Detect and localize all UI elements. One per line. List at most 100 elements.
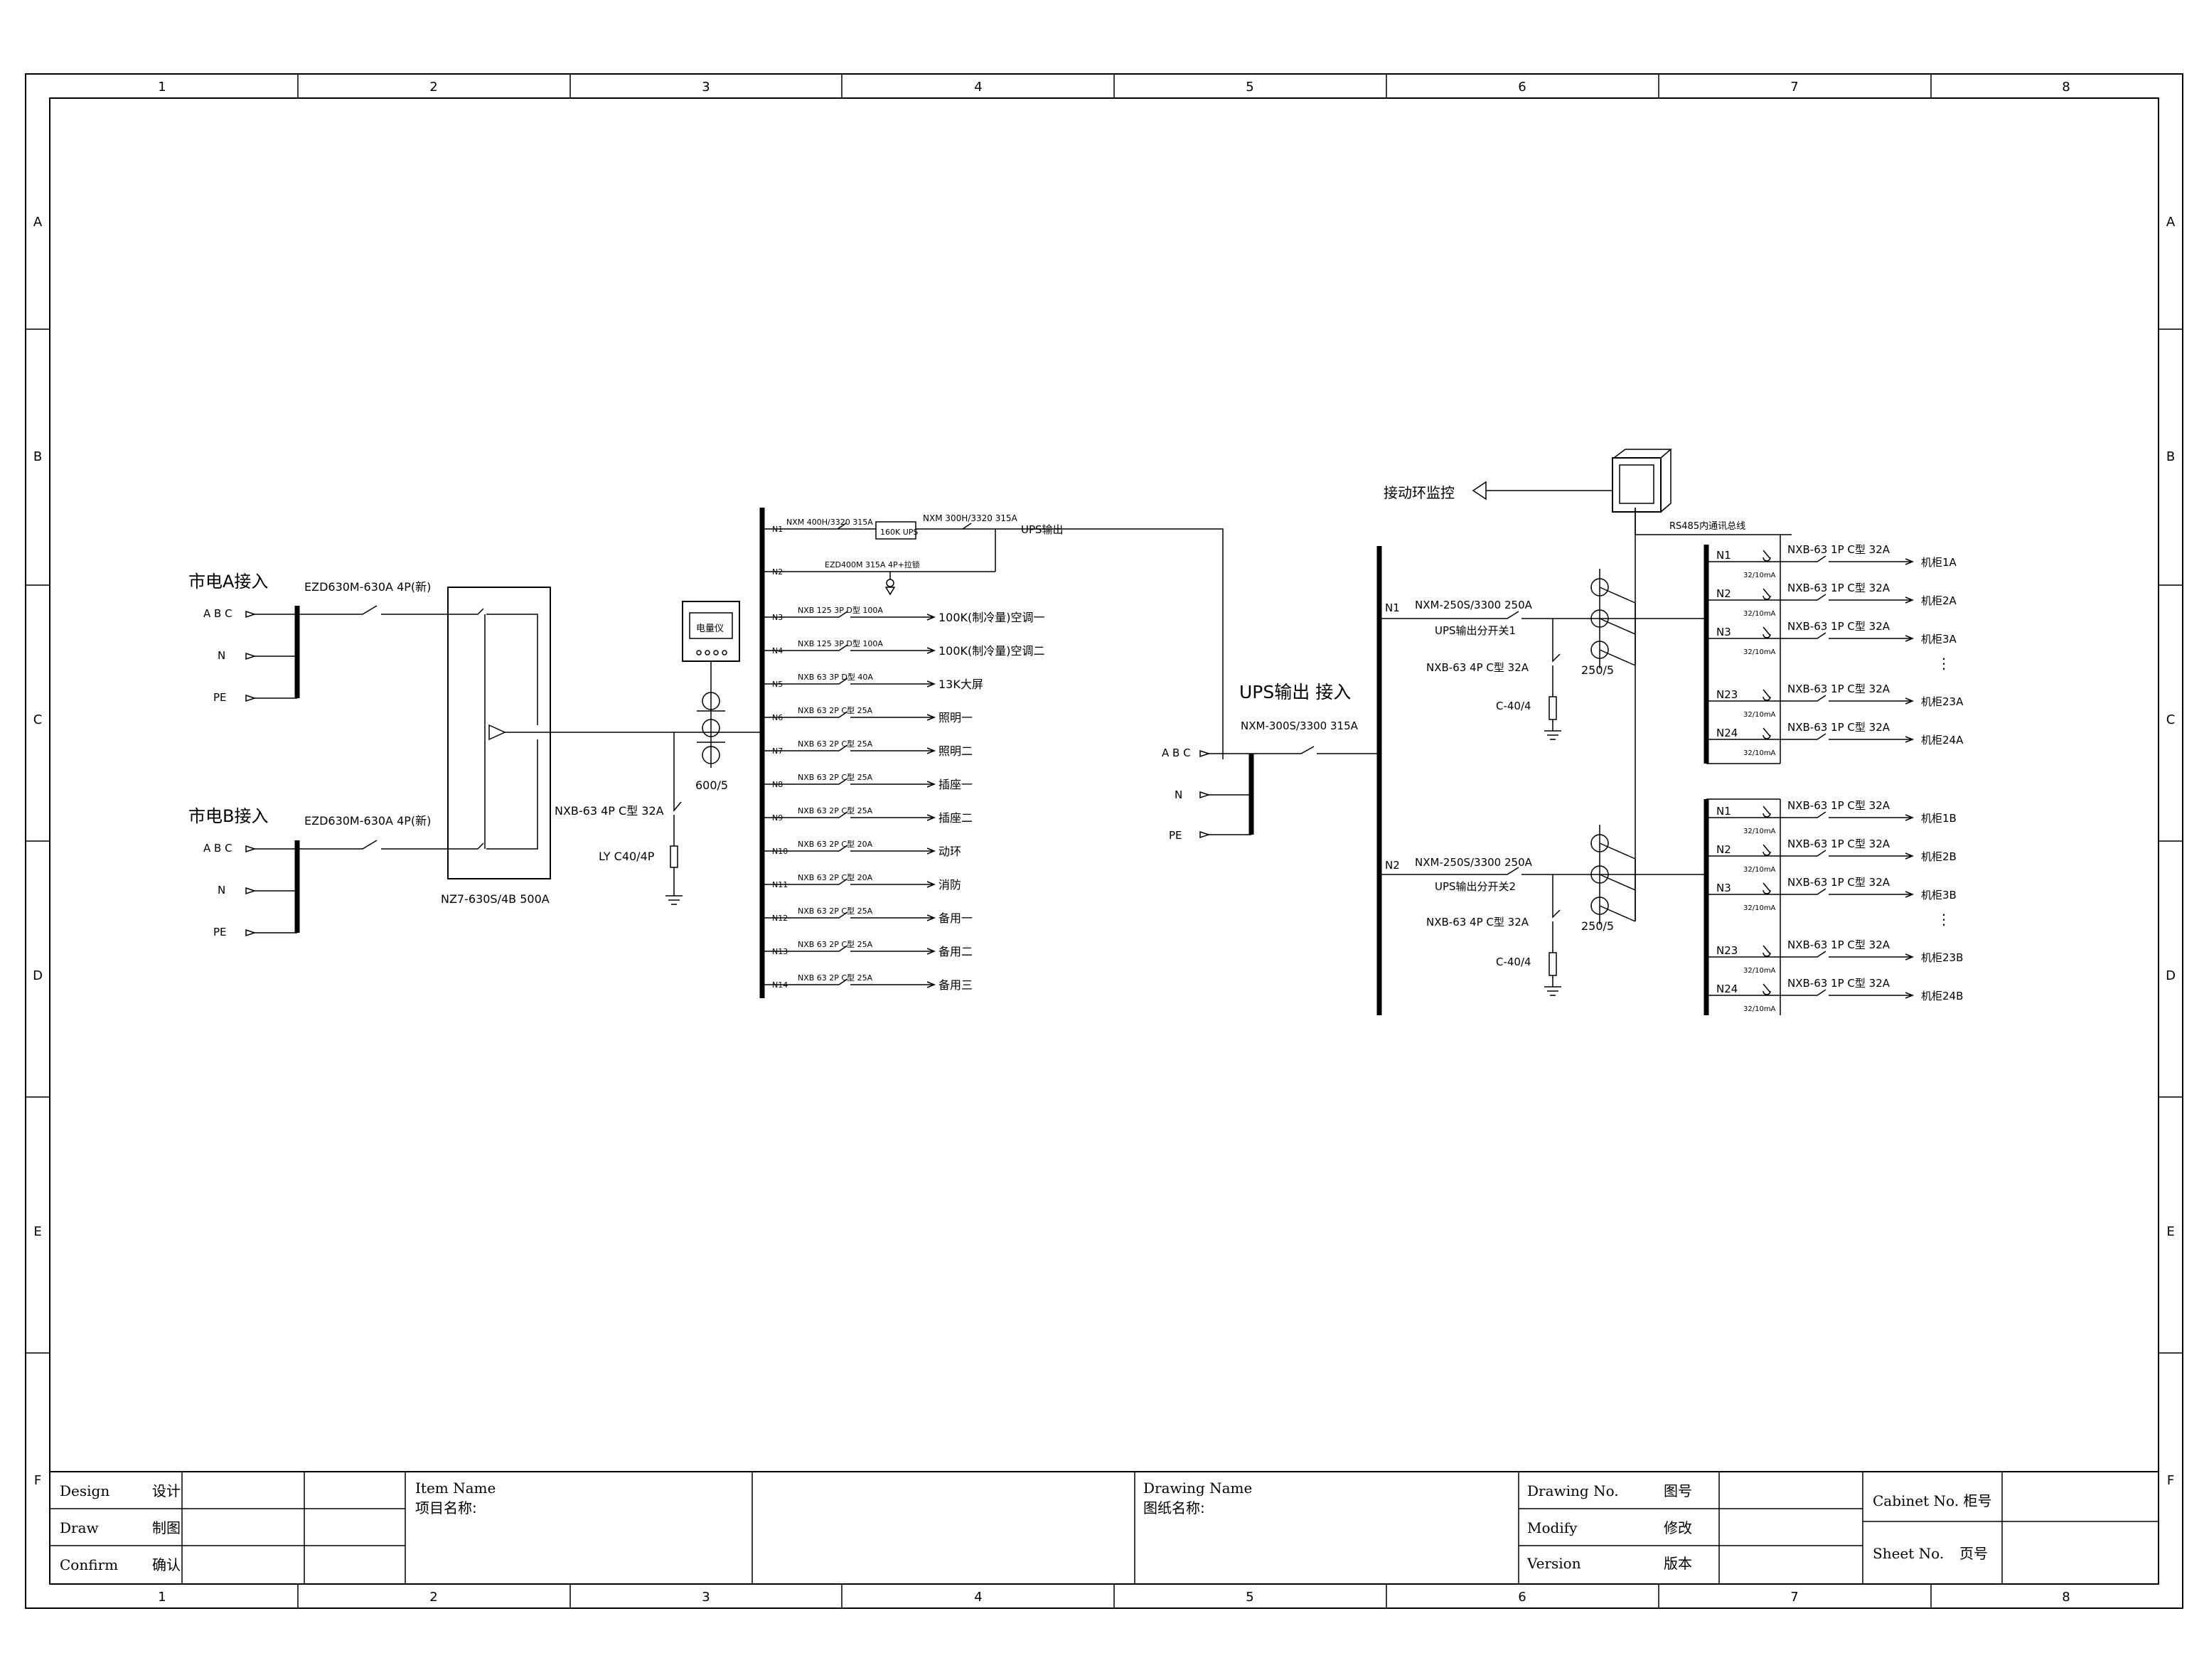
branch-name: UPS输出分开关2	[1435, 880, 1516, 893]
confirm-label: Confirm	[60, 1556, 118, 1573]
col-label-top: 1	[158, 80, 166, 95]
feeder-breaker-label: NXB 125 3P D型 100A	[798, 638, 883, 648]
col-label-bottom: 5	[1246, 1590, 1253, 1605]
cabinet-load-label: 机柜24B	[1921, 990, 1963, 1002]
pe-label: PE	[213, 926, 227, 938]
ups-output-panel: UPS输出 接入 NXM-300S/3300 315A A B C N PE N…	[1162, 449, 1792, 1015]
version-label: Version	[1526, 1555, 1581, 1572]
cabinet-load-label: 机柜3B	[1921, 889, 1957, 901]
arrow-icon	[926, 647, 936, 654]
feeder-load-label: 插座二	[938, 811, 973, 825]
feeder-line	[762, 778, 934, 785]
modify-cn-label: 修改	[1664, 1519, 1692, 1536]
arrow-icon	[1905, 596, 1915, 604]
cabinet-breaker-label: NXB-63 1P C型 32A	[1787, 582, 1890, 594]
cabinet-load-label: 机柜1B	[1921, 812, 1957, 825]
feeder-load-label: 照明一	[938, 711, 973, 724]
draw-cn-label: 制图	[152, 1519, 181, 1536]
feeder-line	[762, 978, 934, 985]
arrow-icon	[1905, 891, 1915, 898]
ct-label: 600/5	[695, 779, 728, 792]
item-name-cn-label: 项目名称:	[415, 1499, 477, 1516]
arrow-icon	[926, 680, 936, 687]
monitor-arrow-icon	[1472, 481, 1487, 501]
feeder-breaker-label: NXB 63 3P D型 40A	[798, 672, 873, 682]
branch-id: N1	[1385, 601, 1400, 614]
arrow-icon	[926, 714, 936, 721]
cabinet-row-line	[1706, 951, 1913, 958]
col-label-bottom: 3	[702, 1590, 710, 1605]
branch-ct: 250/5	[1581, 919, 1614, 933]
rcd-label: 32/10mA	[1743, 711, 1776, 719]
row-label-right: E	[2166, 1224, 2174, 1239]
cabinet-no-label: Cabinet No. 柜号	[1873, 1492, 1991, 1509]
feeder-id: N1	[772, 525, 783, 534]
cabinet-row-line	[1706, 555, 1913, 562]
design-cn-label: 设计	[152, 1482, 181, 1499]
abc-label: A B C	[1162, 747, 1191, 759]
row-label-left: C	[33, 712, 43, 727]
cabinet-row-id: N23	[1716, 688, 1738, 701]
row-label-right: A	[2166, 215, 2176, 230]
feeder-line	[762, 644, 934, 651]
cabinet-load-label: 机柜23A	[1921, 695, 1964, 708]
row-label-left: B	[33, 449, 42, 464]
rcd-icon	[1763, 689, 1771, 701]
arrow-icon	[926, 981, 936, 988]
modify-label: Modify	[1527, 1519, 1578, 1536]
mains-input-section: 市电A接入 A B C N PE 市电B接入 A B C N PE EZD630…	[188, 572, 551, 938]
feeder-breaker-label: NXB 125 3P D型 100A	[798, 605, 883, 615]
feeder-breaker-label: NXB 63 2P C型 20A	[798, 872, 873, 882]
branch-breaker-label: NXM-250S/3300 250A	[1415, 856, 1533, 869]
cabinet-load-label: 机柜24A	[1921, 734, 1964, 747]
pe-label: PE	[213, 691, 227, 704]
arrow-icon	[926, 948, 936, 955]
ups-out-breaker-label: NXM 300H/3320 315A	[923, 513, 1018, 523]
branch-name: UPS输出分开关1	[1435, 624, 1516, 637]
arrow-icon	[1905, 697, 1915, 705]
rcd-label: 32/10mA	[1743, 610, 1776, 618]
row-label-left: F	[34, 1473, 41, 1488]
cabinet-row-id: N3	[1716, 626, 1731, 638]
breaker-a-label: EZD630M-630A 4P(新)	[304, 580, 431, 594]
feeder-breaker-label: NXB 63 2P C型 25A	[798, 939, 873, 949]
source-b-label: 市电B接入	[188, 806, 268, 826]
ats-box	[447, 587, 551, 879]
row-label-left: A	[33, 215, 43, 230]
breaker-b-label: EZD630M-630A 4P(新)	[304, 814, 431, 828]
branch-spd-breaker: NXB-63 4P C型 32A	[1426, 661, 1529, 674]
branch-ct: 250/5	[1581, 663, 1614, 677]
feeder-line	[762, 711, 934, 718]
arrow-icon	[1905, 814, 1915, 821]
cabinet-row-line	[1706, 733, 1913, 740]
cabinet-breaker-label: NXB-63 1P C型 32A	[1787, 876, 1890, 889]
arrow-icon	[926, 881, 936, 888]
cabinet-row-line	[1706, 632, 1913, 639]
feeder-line	[762, 945, 934, 952]
cabinet-row-id: N1	[1716, 805, 1731, 818]
cabinet-breaker-label: NXB-63 1P C型 32A	[1787, 721, 1890, 734]
col-label-top: 3	[702, 80, 710, 95]
feeder-breaker-label: NXB 63 2P C型 25A	[798, 806, 873, 815]
main-panel: 160K UPS NXM 300H/3320 315A UPS输出 N1NXM …	[759, 508, 1224, 998]
breaker-contact	[837, 523, 847, 530]
rcd-icon	[1763, 550, 1771, 562]
col-label-bottom: 1	[158, 1590, 166, 1605]
sheet-no-cn-label: 页号	[1959, 1545, 1988, 1562]
col-label-bottom: 2	[429, 1590, 437, 1605]
n-label: N	[218, 884, 225, 897]
cabinet-row-id: N23	[1716, 944, 1738, 957]
feeder-line	[762, 611, 934, 618]
cabinet-load-label: 机柜1A	[1921, 556, 1957, 569]
rcd-icon	[1763, 588, 1771, 600]
branch-breaker-label: NXM-250S/3300 250A	[1415, 599, 1533, 611]
rcd-label: 32/10mA	[1743, 572, 1776, 579]
